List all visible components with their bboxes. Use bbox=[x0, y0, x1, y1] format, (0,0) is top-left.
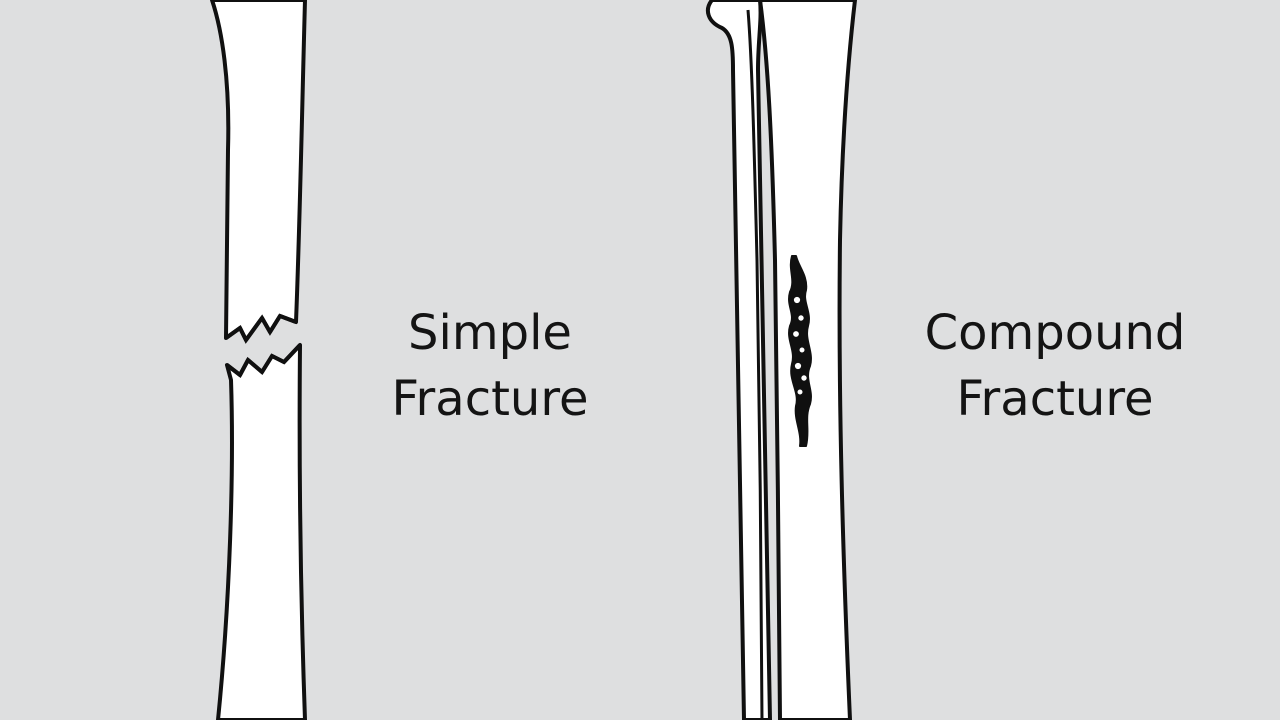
compound-wound-fragments bbox=[793, 296, 807, 395]
simple-bone-lower-segment bbox=[216, 343, 307, 720]
compound-bone-inner-edge bbox=[746, 9, 764, 720]
simple-bone-upper-segment bbox=[210, 0, 307, 342]
compound-fracture-label: Compound Fracture bbox=[880, 300, 1230, 432]
compound-label-line1: Compound bbox=[924, 305, 1186, 361]
simple-label-line1: Simple bbox=[408, 305, 572, 361]
simple-fracture-crack bbox=[224, 313, 297, 344]
simple-label-line2: Fracture bbox=[391, 371, 589, 427]
compound-label-line2: Fracture bbox=[956, 371, 1154, 427]
simple-fracture-label: Simple Fracture bbox=[350, 300, 630, 432]
simple-fracture-crack-lower bbox=[225, 343, 302, 379]
